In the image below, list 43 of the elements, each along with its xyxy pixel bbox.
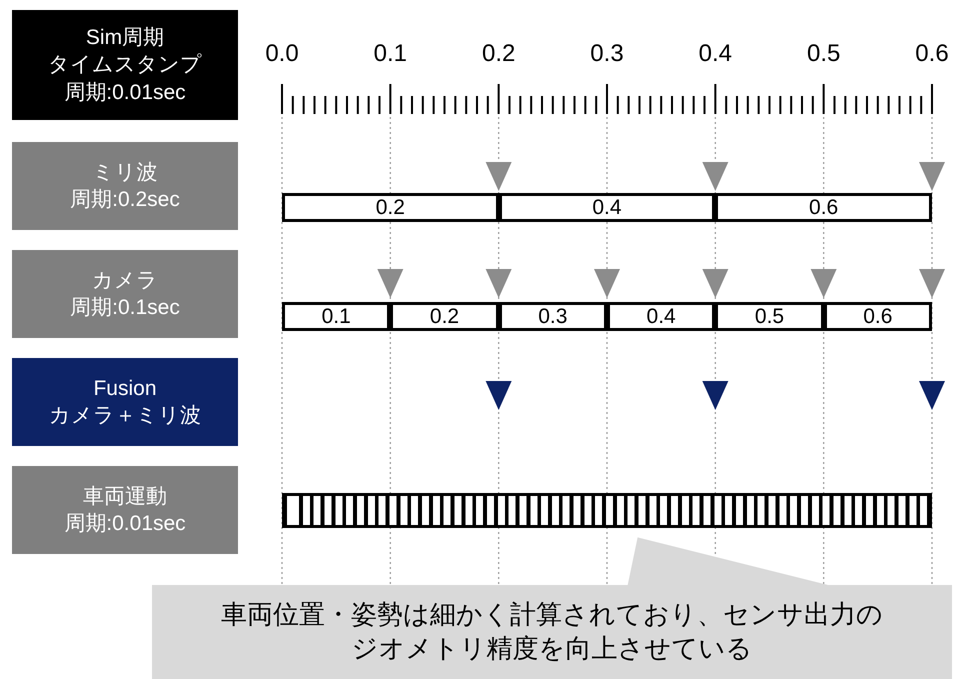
striped-bar bbox=[282, 493, 932, 528]
period-segment bbox=[824, 302, 932, 331]
tick-label: 0.5 bbox=[806, 40, 840, 68]
label-box bbox=[12, 10, 238, 120]
box-label: 周期:0.01sec bbox=[64, 80, 186, 106]
period-segment bbox=[606, 302, 716, 331]
box-label: 周期:0.1sec bbox=[70, 295, 180, 321]
segment-value: 0.4 bbox=[646, 304, 676, 330]
segment-value: 0.4 bbox=[592, 194, 622, 221]
period-segment bbox=[715, 302, 824, 331]
box-label: タイムスタンプ bbox=[48, 52, 202, 78]
segment-value: 0.6 bbox=[809, 194, 838, 221]
label-box bbox=[12, 250, 238, 338]
box-label: Fusion bbox=[93, 376, 157, 402]
tick-label: 0.1 bbox=[374, 40, 408, 68]
box-label: 周期:0.2sec bbox=[70, 187, 180, 213]
period-segment bbox=[282, 302, 390, 331]
segment-value: 0.2 bbox=[430, 304, 460, 330]
period-segment bbox=[715, 193, 932, 222]
box-label: カメラ bbox=[92, 268, 158, 294]
label-box bbox=[12, 466, 238, 554]
box-label: 周期:0.01sec bbox=[64, 511, 186, 537]
box-label: Sim周期 bbox=[86, 25, 164, 52]
segment-value: 0.5 bbox=[754, 304, 784, 330]
box-label: カメラ＋ミリ波 bbox=[49, 403, 201, 429]
period-segment bbox=[498, 302, 607, 331]
tick-label: 0.6 bbox=[915, 40, 949, 68]
segment-value: 0.1 bbox=[322, 304, 351, 330]
segment-value: 0.2 bbox=[376, 194, 405, 221]
tick-label: 0.4 bbox=[698, 40, 732, 68]
tick-label: 0.0 bbox=[265, 40, 299, 68]
label-box bbox=[12, 142, 238, 230]
box-label: ミリ波 bbox=[92, 160, 158, 186]
period-segment bbox=[390, 302, 499, 331]
period-segment bbox=[282, 193, 499, 222]
segment-value: 0.6 bbox=[863, 304, 892, 330]
tick-label: 0.2 bbox=[482, 40, 516, 68]
period-segment bbox=[498, 193, 716, 222]
tick-label: 0.3 bbox=[590, 40, 624, 68]
segment-value: 0.3 bbox=[538, 304, 568, 330]
callout-text: 車両位置・姿勢は細かく計算されており、センサ出力のジオメトリ精度を向上させている bbox=[220, 598, 884, 665]
box-label: 車両運動 bbox=[83, 484, 167, 510]
label-box bbox=[12, 358, 238, 446]
